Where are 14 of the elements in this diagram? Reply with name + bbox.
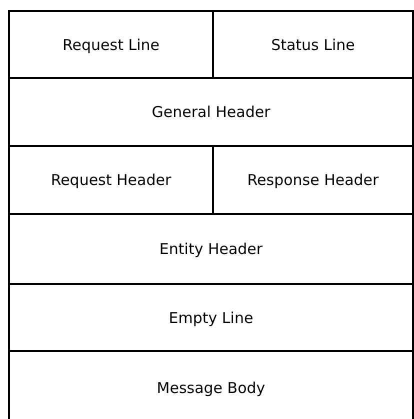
section-label: Response Header — [247, 171, 379, 189]
section-label: Request Line — [62, 36, 160, 54]
table-cell — [8, 213, 414, 285]
table-cell — [8, 350, 414, 419]
section-label: Entity Header — [159, 240, 263, 258]
section-label: Message Body — [156, 378, 266, 396]
section-label: Request Header — [50, 171, 172, 189]
table-cell — [212, 10, 414, 79]
table-cell — [8, 77, 414, 147]
section-label: Empty Line — [168, 308, 254, 326]
section-label: General Header — [152, 103, 270, 121]
section-label: Status Line — [271, 36, 355, 54]
table-cell — [8, 283, 414, 352]
table-cell — [8, 10, 214, 79]
